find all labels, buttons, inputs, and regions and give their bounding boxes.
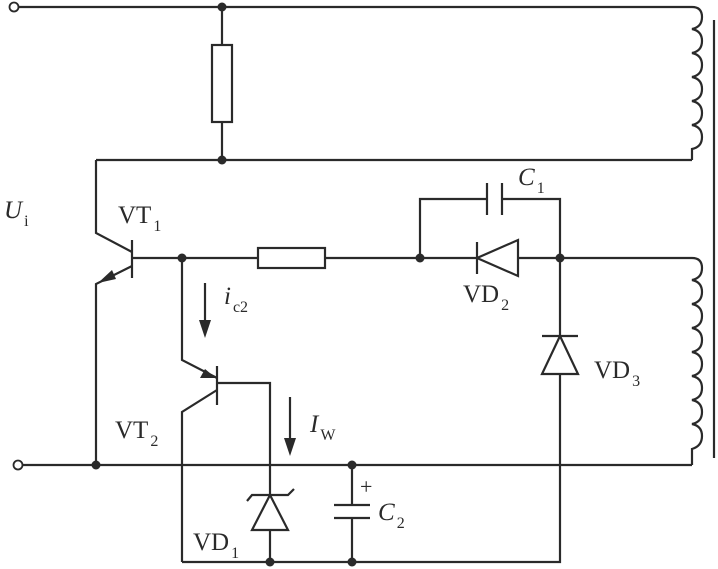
vd2-diode — [474, 238, 520, 278]
vt2-collector — [180, 389, 218, 562]
primary-winding — [690, 5, 704, 160]
vt1-emitter — [94, 265, 133, 465]
c1-capacitor — [485, 183, 504, 215]
secondary-winding — [690, 256, 704, 465]
junction-nodes — [91, 2, 565, 567]
c2-polarity-plus: + — [360, 474, 373, 499]
input-terminal-top — [8, 1, 20, 13]
c2-capacitor — [334, 503, 370, 520]
vt2-transistor — [200, 366, 219, 405]
resistor-horizontal — [256, 246, 327, 270]
terminals — [8, 1, 24, 471]
vt1-transistor — [98, 240, 134, 283]
vd3-diode — [540, 333, 580, 376]
wires — [18, 5, 692, 564]
vd1-zener-diode — [246, 488, 295, 532]
c1-wires — [418, 197, 562, 258]
resistor-vertical — [210, 43, 234, 124]
transformer — [690, 5, 716, 465]
vd3-and-bottom-wire — [182, 258, 562, 564]
vt1-collector — [94, 160, 133, 253]
vt2-emitter — [180, 258, 218, 379]
current-arrows — [199, 283, 296, 456]
input-terminal-bottom — [12, 459, 24, 471]
vt2-base-zener-wire — [217, 381, 272, 562]
